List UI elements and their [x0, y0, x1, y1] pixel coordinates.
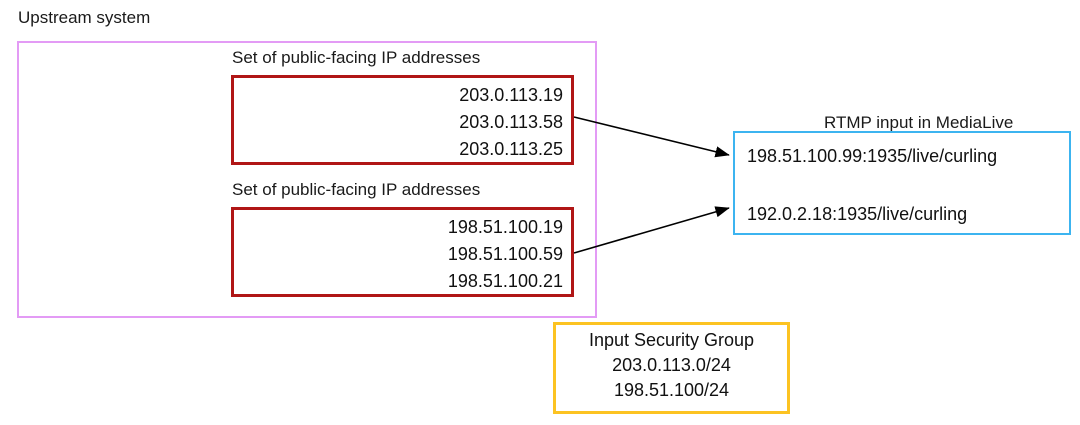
rtmp-endpoint: 192.0.2.18:1935/live/curling — [747, 204, 968, 224]
rtmp-input-box: 198.51.100.99:1935/live/curling 192.0.2.… — [733, 131, 1071, 235]
connector-ipset2-to-endpoint2 — [573, 206, 730, 254]
ip-address: 198.51.100.21 — [447, 271, 563, 291]
ip-set-2-addresses: 198.51.100.19 198.51.100.59 198.51.100.2… — [448, 214, 563, 295]
input-security-group-box: Input Security Group 203.0.113.0/24 198.… — [553, 322, 790, 414]
rtmp-endpoint: 198.51.100.99:1935/live/curling — [747, 146, 998, 166]
ip-address: 198.51.100.59 — [447, 244, 563, 264]
cidr-block: 198.51.100/24 — [613, 380, 730, 400]
rtmp-input-label: RTMP input in MediaLive — [824, 113, 1014, 132]
ip-set-1-label: Set of public-facing IP addresses — [232, 48, 481, 67]
ip-set-2-box: 198.51.100.19 198.51.100.59 198.51.100.2… — [231, 207, 574, 297]
cidr-block: 203.0.113.0/24 — [612, 355, 731, 375]
ip-set-2-label: Set of public-facing IP addresses — [232, 180, 481, 199]
input-security-group-content: Input Security Group 203.0.113.0/24 198.… — [556, 328, 787, 403]
ip-set-1-addresses: 203.0.113.19 203.0.113.58 203.0.113.25 — [459, 82, 563, 163]
upstream-system-box — [17, 41, 597, 318]
ip-address: 203.0.113.58 — [459, 112, 563, 132]
connector-ipset1-to-endpoint1 — [573, 116, 730, 158]
input-security-group-label: Input Security Group — [588, 330, 755, 350]
ip-address: 198.51.100.19 — [447, 217, 563, 237]
ip-set-1-box: 203.0.113.19 203.0.113.58 203.0.113.25 — [231, 75, 574, 165]
upstream-system-label: Upstream system — [18, 8, 151, 27]
ip-address: 203.0.113.19 — [459, 85, 563, 105]
ip-address: 203.0.113.25 — [459, 139, 563, 159]
